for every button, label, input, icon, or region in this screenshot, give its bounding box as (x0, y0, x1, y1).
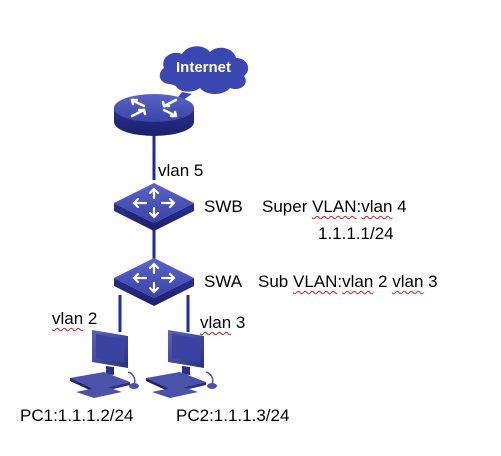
swb-ip-note: 1.1.1.1/24 (318, 224, 394, 243)
pc1-address-label: PC1:1.1.1.2/24 (20, 406, 134, 425)
swb-switch-icon (114, 183, 194, 231)
router-icon (114, 94, 194, 136)
pc1-computer-icon (70, 330, 139, 398)
link-vlan5-label: vlan 5 (158, 161, 204, 180)
pc1-vlan-label: vlan 2 (52, 309, 98, 328)
pc2-computer-icon (146, 330, 217, 398)
pc2-address-label: PC2:1.1.1.3/24 (176, 406, 290, 425)
swa-sub-vlan-note: Sub VLAN:vlan 2 vlan 3 (258, 272, 438, 291)
pc2-vlan-label: vlan 3 (200, 313, 246, 332)
swb-label: SWB (204, 197, 243, 216)
swb-super-vlan-note: Super VLAN:vlan 4 (262, 197, 407, 216)
swa-label: SWA (204, 272, 243, 291)
swa-switch-icon (114, 258, 194, 306)
internet-label: Internet (176, 59, 232, 76)
